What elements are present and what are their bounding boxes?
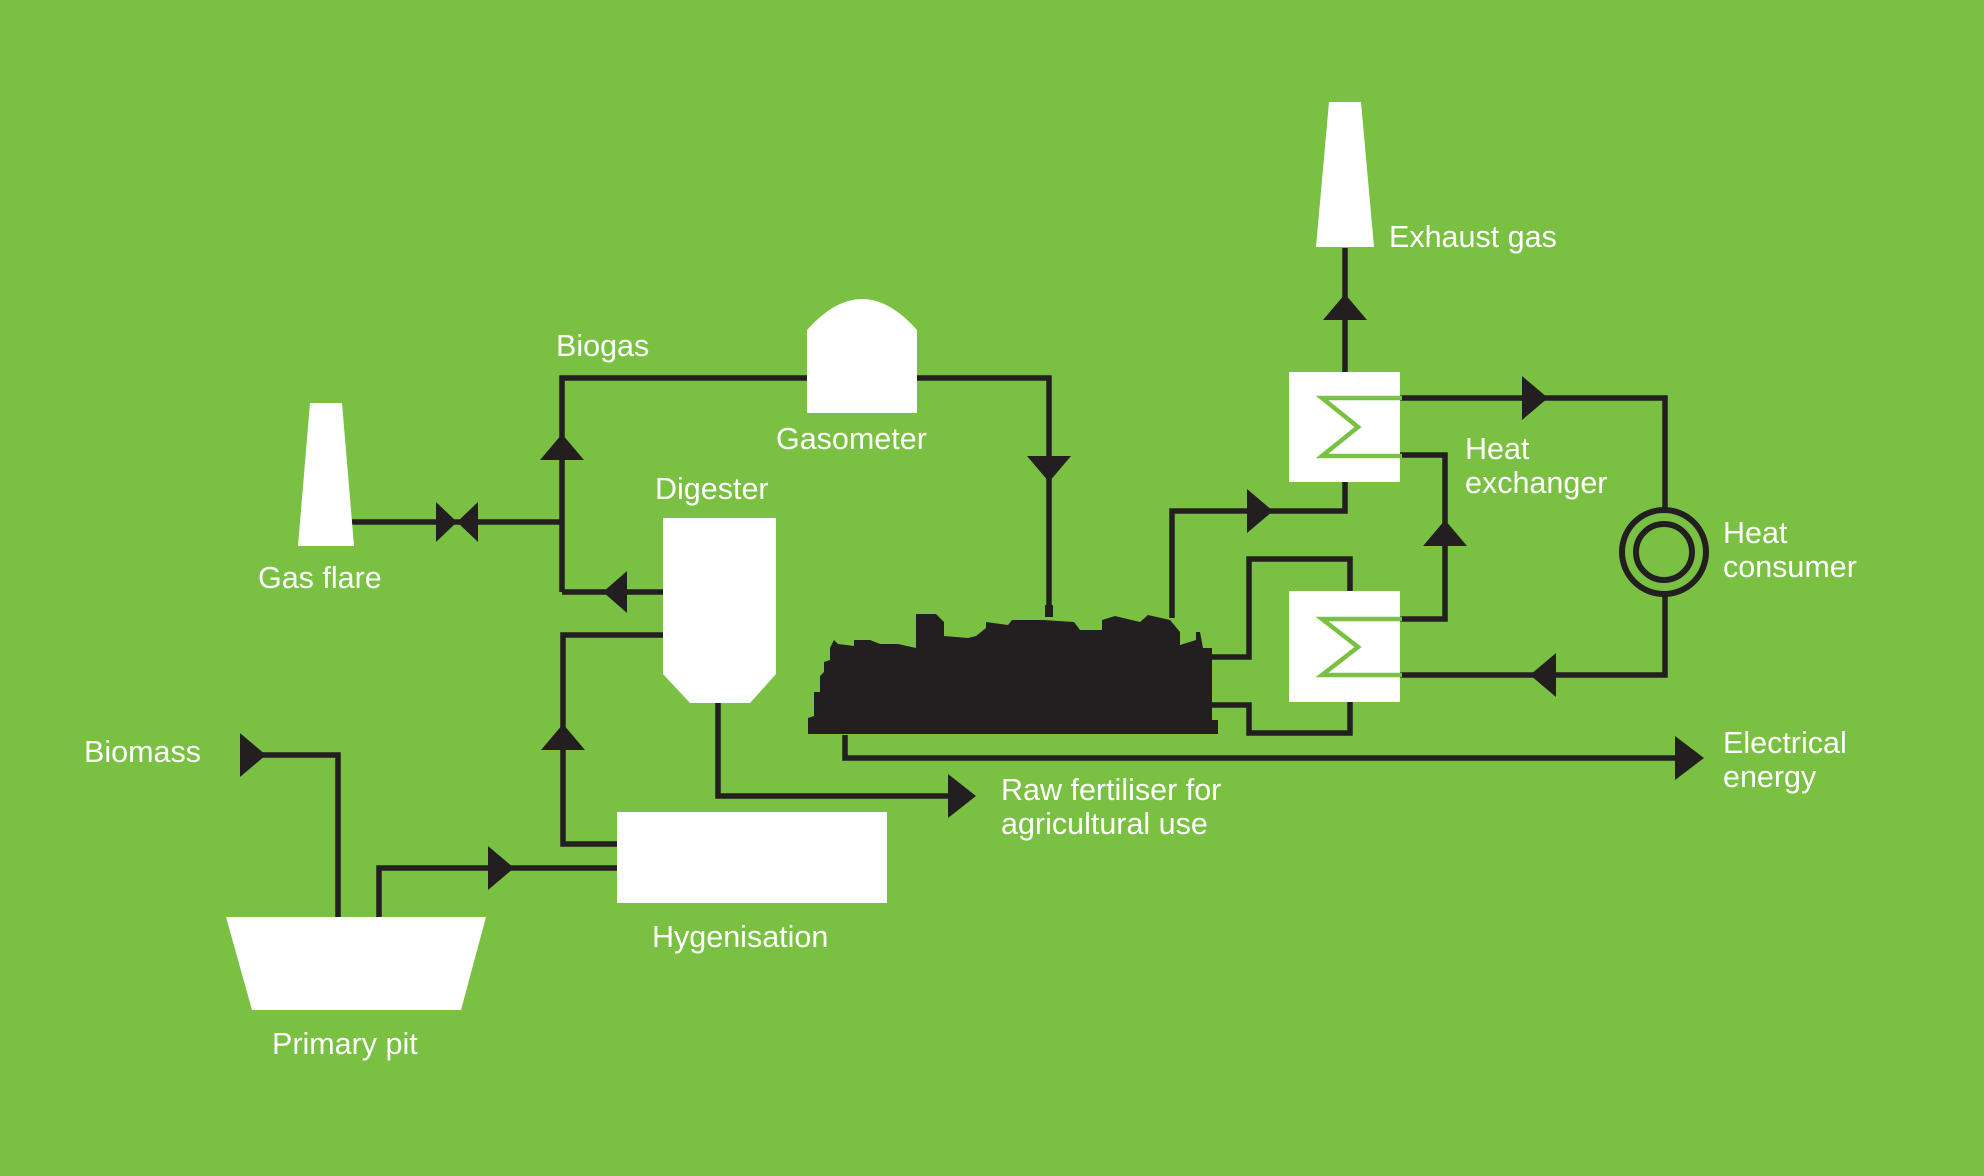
digester-label: Digester — [655, 472, 769, 506]
arrow-hyg-up — [541, 724, 585, 750]
pipes — [248, 248, 1690, 918]
pipe-biomass — [248, 752, 341, 918]
pipe-pit-hyg — [376, 865, 618, 917]
biomass-label: Biomass — [84, 735, 201, 769]
chimney-icon — [1316, 102, 1374, 247]
hygenisation-tank — [617, 812, 887, 903]
pipe-hx-upper-out — [1399, 395, 1668, 510]
exhaust-gas-label: Exhaust gas — [1389, 220, 1557, 254]
heat-exchanger-label-line2: exchanger — [1465, 466, 1607, 500]
gasometer-dome-icon — [807, 299, 917, 413]
raw-fertiliser-label-line1: Raw fertiliser for — [1001, 773, 1221, 807]
heat-exchanger-upper — [1289, 372, 1402, 482]
heat-consumer-label-line2: consumer — [1723, 550, 1857, 584]
arrow-gasometer-down — [1027, 456, 1071, 482]
heat-consumer-label-line1: Heat — [1723, 516, 1788, 550]
primary-pit-label: Primary pit — [272, 1027, 418, 1061]
flow-arrows — [240, 294, 1704, 890]
valve-icon — [436, 502, 478, 542]
engine-icon — [808, 605, 1218, 734]
heat-consumer-icon — [1619, 507, 1709, 597]
arrow-digester-left — [603, 571, 627, 613]
electrical-energy-label-line2: energy — [1723, 760, 1817, 794]
hygenisation-label: Hygenisation — [652, 920, 828, 954]
heat-exchanger-icon — [1289, 591, 1400, 702]
pipe-cooling-in — [1210, 702, 1353, 736]
gas-flare-label: Gas flare — [258, 561, 382, 595]
heat-exchanger-icon — [1289, 372, 1400, 482]
digester-tank-icon — [663, 518, 776, 703]
gasometer-label: Gasometer — [776, 422, 927, 456]
arrow-pit-right — [488, 846, 514, 890]
arrow-heat-out — [1522, 376, 1548, 420]
arrow-biogas-up — [540, 434, 584, 460]
arrow-electrical — [1675, 736, 1704, 780]
arrow-biomass — [240, 733, 266, 777]
arrow-fertiliser — [948, 774, 976, 818]
primary-pit-icon — [226, 917, 486, 1010]
pipe-electrical — [842, 735, 1690, 761]
electrical-energy-label-line1: Electrical — [1723, 726, 1847, 760]
arrow-heat-return — [1530, 653, 1556, 697]
labels: Exhaust gas Biogas Gasometer Digester Ga… — [84, 220, 1857, 1061]
arrow-engine-exhaust — [1247, 489, 1273, 533]
raw-fertiliser-label-line2: agricultural use — [1001, 807, 1208, 841]
pipe-gasometer-engine — [917, 375, 1052, 612]
pipe-cooling-out — [1210, 556, 1353, 660]
pipe-heat-return — [1399, 594, 1668, 678]
pipe-biogas — [559, 375, 808, 592]
arrow-hx-link-up — [1423, 520, 1467, 546]
biogas-label: Biogas — [556, 329, 649, 363]
heat-exchanger-lower — [1289, 591, 1402, 702]
heat-exchanger-label-line1: Heat — [1465, 432, 1530, 466]
gas-flare-stack-icon — [298, 403, 354, 546]
pipe-fertiliser — [715, 700, 955, 799]
arrow-exhaust-up — [1323, 294, 1367, 320]
